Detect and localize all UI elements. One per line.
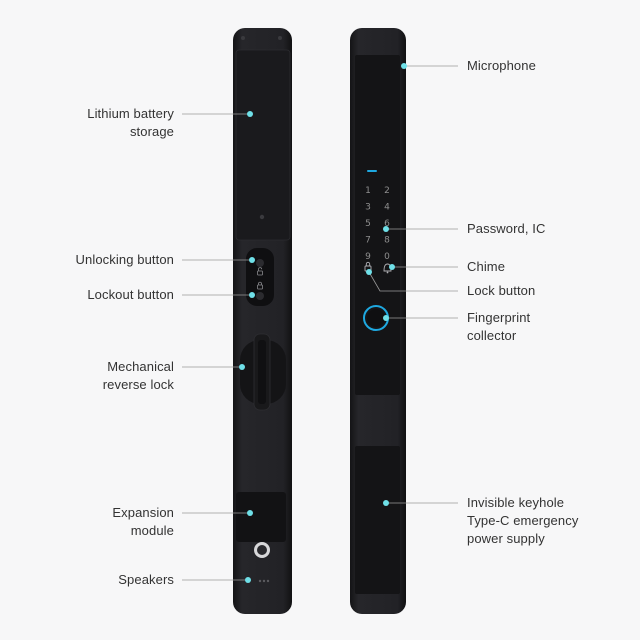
speaker-hole [262,579,266,583]
label-chime: Chime [467,258,505,276]
label-lock-button: Lock button [467,282,535,300]
fingerprint-icon[interactable] [367,309,385,327]
label-speakers: Speakers [118,571,174,589]
marker-dot-lockout [249,292,255,298]
label-lockout-line1: Lockout button [87,287,174,302]
label-battery-line2: storage [129,124,174,139]
lower-glass-panel [355,446,400,594]
keypad-digit-0[interactable]: 0 [384,252,390,262]
speaker-hole [266,579,270,583]
label-fingerprint-collector: Fingerprint collector [467,309,530,345]
keypad-digit-6[interactable]: 6 [384,219,390,229]
label-lockout-button: Lockout button [87,286,174,304]
lock-padlock-icon [257,281,263,290]
label-expansion-module: Expansion module [112,504,174,540]
label-unlocking-line1: Unlocking button [75,252,174,267]
lockout-button[interactable] [256,292,264,300]
label-expansion-line1: Expansion [112,505,174,520]
marker-dot-password [383,226,389,232]
label-battery-line1: Lithium battery [87,106,174,121]
keypad-digit-5[interactable]: 5 [365,219,371,229]
marker-dot-lockbutton [366,269,372,275]
marker-dot-keyhole [383,500,389,506]
keypad-digit-4[interactable]: 4 [384,203,390,213]
label-expansion-line2: module [130,523,174,538]
label-password-line1: Password, IC [467,221,546,236]
speaker-hole [258,579,262,583]
label-unlocking-button: Unlocking button [76,251,174,269]
label-password-ic: Password, IC [467,220,546,238]
marker-dot-microphone [401,63,407,69]
marker-dot-speakers [245,577,251,583]
marker-dot-expansion [247,510,253,516]
label-mechanical-line1: Mechanical [107,359,174,374]
screw-hole [241,36,245,40]
label-microphone-line1: Microphone [467,58,536,73]
unlocking-button[interactable] [256,259,264,267]
label-lockbutton-line1: Lock button [467,283,536,298]
label-keyhole-line1: Invisible keyhole [467,495,565,510]
marker-dots [239,63,407,583]
knob-groove [258,340,266,404]
label-keyhole-typec: Invisible keyhole Type-C emergency power… [467,494,578,548]
battery-cover [235,49,291,241]
marker-dot-battery [247,111,253,117]
leader-line-lockbutton [368,271,458,292]
label-mechanical-line2: reverse lock [102,377,174,392]
keypad-digit-8[interactable]: 8 [384,236,390,246]
keypad-digit-9[interactable]: 9 [365,252,371,262]
label-speakers-line1: Speakers [118,572,174,587]
marker-dot-unlock [249,257,255,263]
marker-dot-mechanical [239,364,245,370]
status-indicator-light [367,170,377,172]
keypad-digit-7[interactable]: 7 [365,236,371,246]
expansion-module-slot [236,492,286,542]
label-microphone: Microphone [467,57,536,75]
speaker-grille [257,545,267,555]
keypad-digit-1[interactable]: 1 [365,186,371,196]
upper-glass-panel [355,55,400,395]
keypad: 1 2 3 4 5 6 7 8 9 0 [365,186,390,262]
label-keyhole-line3: power supply [467,531,545,546]
marker-dot-chime [389,264,395,270]
label-fingerprint-line1: Fingerprint [467,310,531,325]
label-chime-line1: Chime [467,259,506,274]
label-battery: Lithium battery storage [87,105,174,141]
leader-lines [182,65,458,581]
battery-screw [259,214,265,220]
label-mechanical-lock: Mechanical reverse lock [103,358,174,394]
keypad-digit-3[interactable]: 3 [365,203,371,213]
label-keyhole-line2: Type-C emergency [467,513,579,528]
marker-dot-fingerprint [383,315,389,321]
screw-hole [278,36,282,40]
unlock-padlock-icon [257,267,263,276]
label-fingerprint-line2: collector [467,328,517,343]
keypad-digit-2[interactable]: 2 [384,186,390,196]
outside-lock-unit: 1 2 3 4 5 6 7 8 9 0 [350,28,406,614]
inside-lock-unit [233,28,292,614]
